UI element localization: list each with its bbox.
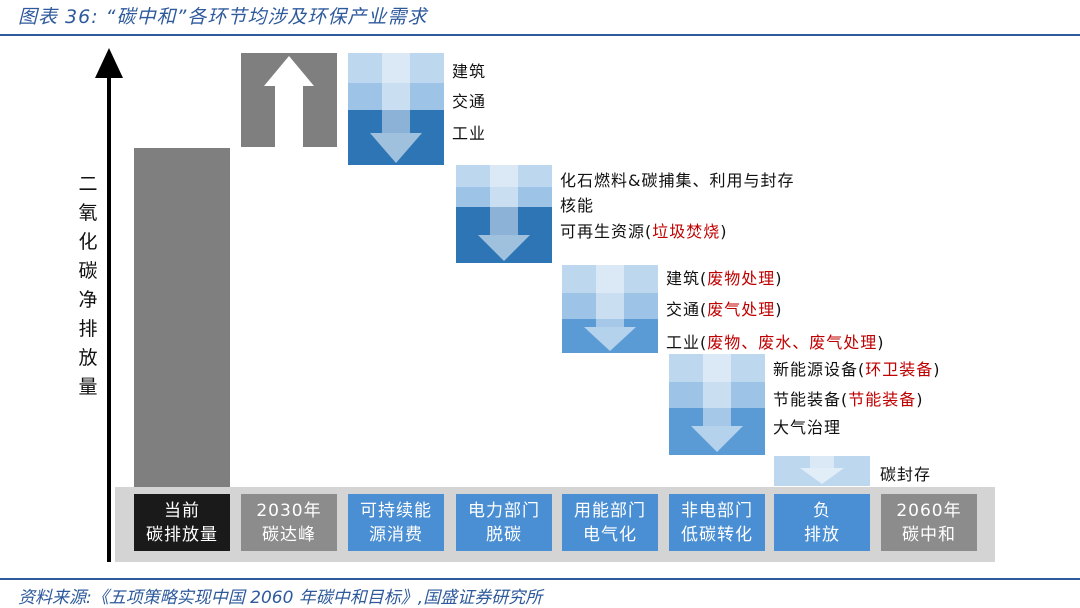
step1-label-3: 工业 <box>452 124 487 143</box>
title-divider <box>0 34 1080 36</box>
down-arrow-shaft <box>703 354 731 426</box>
step5-label-1: 碳封存 <box>880 465 932 484</box>
down-arrow-icon <box>584 327 636 351</box>
step4-label-2: 节能装备(节能装备) <box>773 390 924 409</box>
category-peak-2030: 2030年碳达峰 <box>241 494 337 551</box>
step3-label-1: 建筑(废物处理) <box>666 269 783 288</box>
step-seg-light <box>669 354 765 382</box>
category-neutral-2060: 2060年碳中和 <box>881 494 977 551</box>
y-axis-arrow-icon <box>95 48 123 78</box>
current-emission-bar <box>134 148 230 494</box>
category-negative-emission: 负排放 <box>774 494 870 551</box>
down-arrow-icon <box>370 133 422 163</box>
step-seg-mid <box>348 83 444 110</box>
step1-label-2: 交通 <box>452 92 487 111</box>
step-negative-emission <box>774 456 870 486</box>
step4-label-1: 新能源设备(环卫装备) <box>773 360 941 379</box>
step2-label-1: 化石燃料&碳捕集、利用与封存 <box>560 171 795 190</box>
step3-label-3: 工业(废物、废水、废气处理) <box>666 333 885 352</box>
step-low-carbon-transform <box>669 354 765 455</box>
category-power-decarbonization: 电力部门脱碳 <box>456 494 552 551</box>
step-seg-light <box>562 265 658 293</box>
step4-label-3: 大气治理 <box>773 418 842 437</box>
category-sustainable-energy: 可持续能源消费 <box>348 494 444 551</box>
step-electrification <box>562 265 658 353</box>
up-arrow-shaft <box>275 86 303 147</box>
down-arrow-shaft <box>382 53 410 133</box>
down-arrow-icon <box>800 468 844 484</box>
down-arrow-icon <box>478 235 530 261</box>
step-seg-mid <box>562 293 658 319</box>
step2-label-3: 可再生资源(垃圾焚烧) <box>560 222 728 241</box>
source-note: 资料来源:《五项策略实现中国 2060 年碳中和目标》,国盛证券研究所 <box>18 588 543 608</box>
step-seg-light <box>348 53 444 83</box>
down-arrow-shaft <box>596 265 624 327</box>
page-title: 图表 36: “碳中和”各环节均涉及环保产业需求 <box>18 6 428 28</box>
down-arrow-icon <box>691 426 743 452</box>
y-axis-line <box>107 72 111 562</box>
category-low-carbon-transform: 非电部门低碳转化 <box>669 494 765 551</box>
down-arrow-shaft <box>810 456 834 468</box>
step1-label-1: 建筑 <box>452 62 487 81</box>
step-power-decarbonization <box>456 165 552 263</box>
y-axis-label: 二氧化碳净排放量 <box>78 173 98 398</box>
category-current: 当前碳排放量 <box>134 494 230 551</box>
category-electrification: 用能部门电气化 <box>562 494 658 551</box>
step3-label-2: 交通(废气处理) <box>666 300 783 319</box>
step-seg-mid <box>456 187 552 207</box>
step-seg-light <box>456 165 552 187</box>
step2-label-2: 核能 <box>560 196 595 215</box>
footer-divider <box>0 578 1080 580</box>
up-arrow-icon <box>264 56 314 86</box>
down-arrow-shaft <box>490 165 518 235</box>
step-sustainable-energy <box>348 53 444 165</box>
step-seg-mid <box>669 382 765 408</box>
